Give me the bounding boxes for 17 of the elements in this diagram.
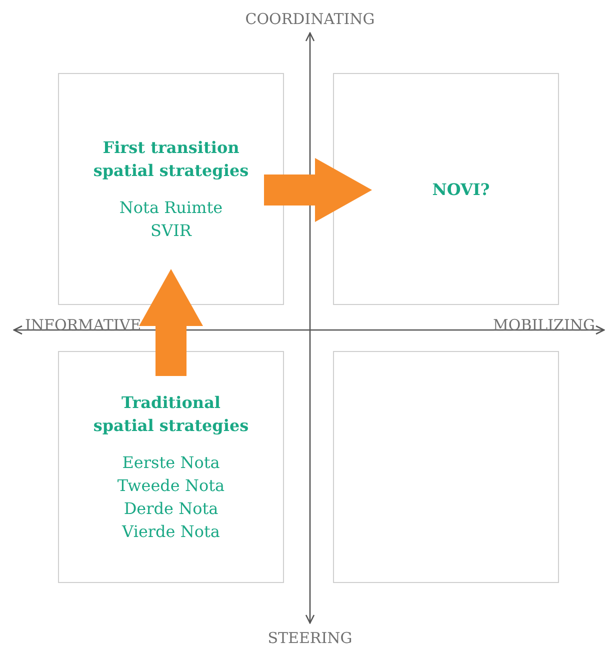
quadrant-title: NOVI? [432,180,490,198]
strategy-name: Nota Ruimte [119,197,223,219]
strategy-name: Tweede Nota [117,475,225,497]
strategy-name: SVIR [150,220,192,242]
block-arrow [139,269,203,376]
strategy-name: Derde Nota [124,498,218,520]
empty-quadrant-box [333,351,559,583]
quadrant-title: First transition spatial strategies [92,137,250,182]
strategy-name: Vierde Nota [122,521,220,543]
strategy-name: Eerste Nota [122,452,220,474]
quadrant-box [58,73,284,305]
quadrant-box [58,351,284,583]
axis-label: MOBILIZING [492,316,596,334]
quadrant-title: Traditional spatial strategies [92,392,250,437]
block-arrow [264,158,372,222]
quadrant-box [333,73,559,305]
axis-label: INFORMATIVE [24,316,142,334]
